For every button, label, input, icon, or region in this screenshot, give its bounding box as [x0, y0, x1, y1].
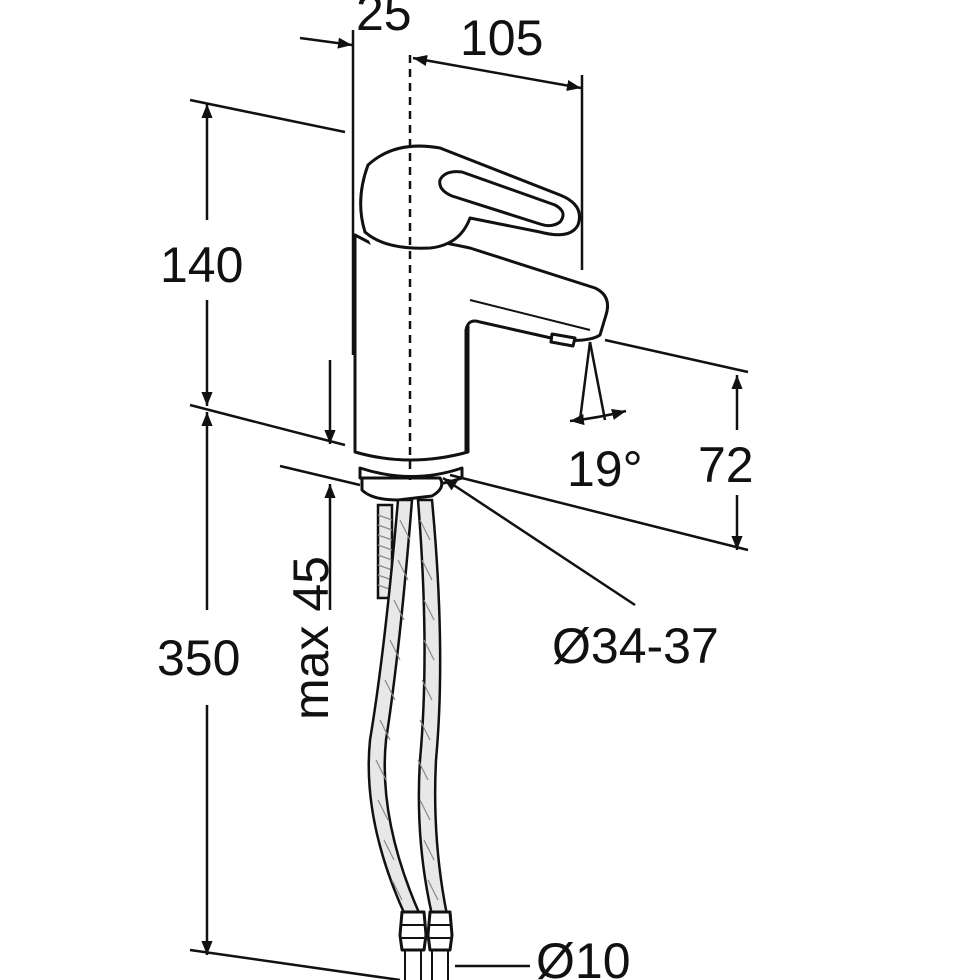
supply-hoses — [367, 498, 454, 980]
label-body-height: 140 — [160, 237, 243, 293]
hose-right — [416, 498, 449, 917]
dim-25-arrow — [299, 36, 353, 49]
mounting-nut — [360, 476, 444, 502]
dim-72-top-extension — [604, 338, 749, 374]
connector-right — [426, 910, 454, 952]
dim-hole-leader — [442, 476, 636, 607]
hose-left — [367, 498, 422, 917]
dim-19-arc — [569, 408, 627, 426]
connector-right-detail — [430, 924, 450, 939]
label-hole-diameter: Ø34-37 — [552, 618, 719, 674]
label-spout-reach: 105 — [460, 10, 543, 66]
connector-left — [398, 910, 428, 952]
dim-19-ray-1 — [588, 341, 607, 421]
label-spout-offset: 25 — [356, 0, 412, 41]
dimension-labels: 25 105 140 72 19° max 45 Ø34-37 350 Ø10 — [157, 0, 754, 980]
hose-right-braid — [417, 519, 439, 901]
label-spout-angle: 19° — [567, 441, 643, 497]
spout-underside — [469, 299, 591, 331]
lever-handle-loop — [438, 170, 565, 228]
spout-aerator — [549, 332, 577, 348]
dim-72-bottom-extension — [449, 473, 749, 552]
dimension-lines — [189, 30, 749, 980]
dim-350-bottom-extension — [189, 948, 401, 980]
connector-tails — [404, 950, 449, 980]
label-spout-height: 72 — [698, 437, 754, 493]
stud-threads — [377, 514, 393, 591]
dim-140-bottom-extension — [189, 403, 346, 447]
dim-105-arrow — [412, 54, 582, 92]
dim-19-ray-2 — [578, 341, 592, 421]
dim-45-top-extension — [279, 464, 361, 487]
faucet-body — [353, 55, 610, 502]
connector-left-detail — [402, 924, 424, 939]
label-hose-length: 350 — [157, 630, 240, 686]
label-hose-connector: Ø10 — [536, 933, 631, 980]
hose-left-braid — [375, 519, 411, 901]
label-max-deck-thickness: max 45 — [283, 556, 339, 720]
dim-140-top-extension — [189, 98, 346, 134]
